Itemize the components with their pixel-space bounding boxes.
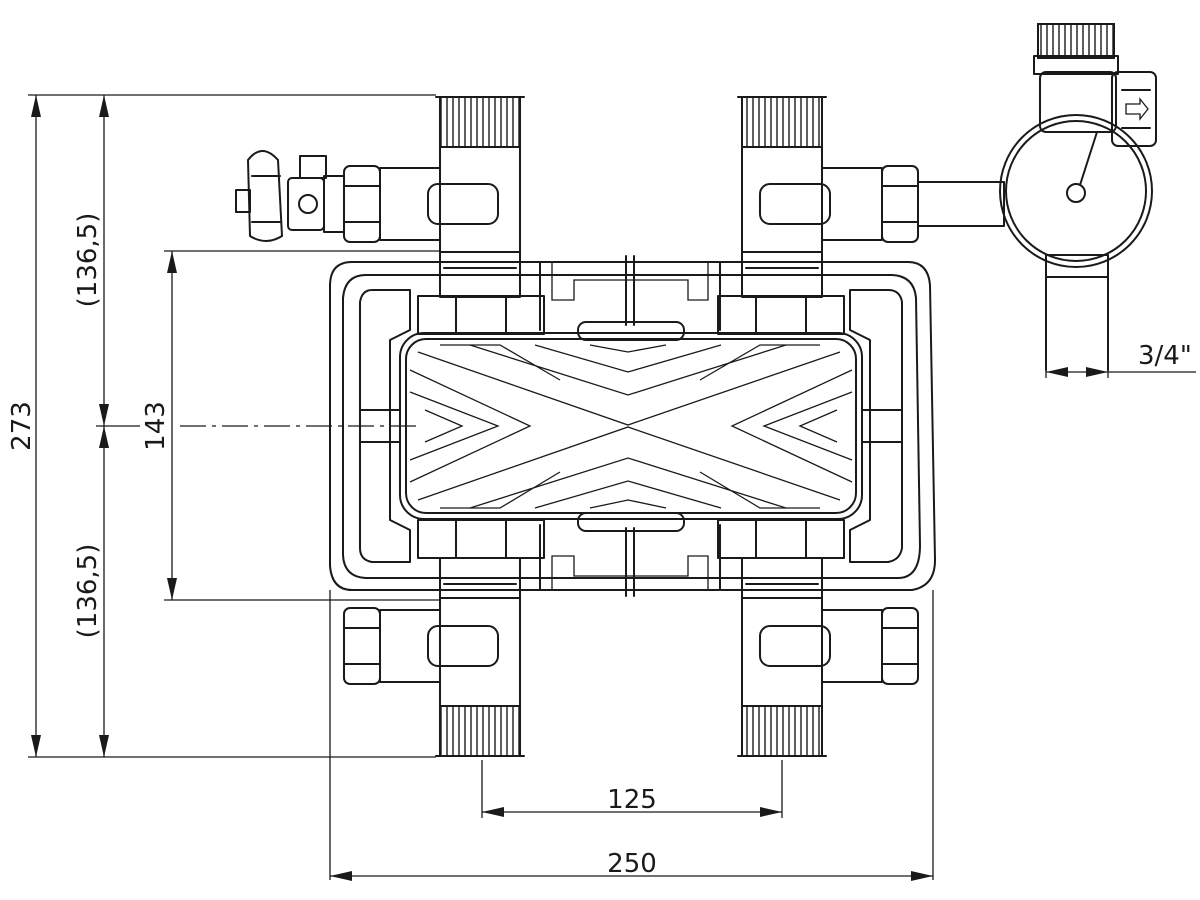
dimension-lines xyxy=(28,94,1196,881)
housing xyxy=(329,255,936,597)
dimension-overall-width: 250 xyxy=(607,849,657,879)
dimension-horizontal-port-spacing: 125 xyxy=(607,785,657,815)
plate-heat-exchanger xyxy=(399,332,863,520)
fill-valve xyxy=(235,150,381,243)
safety-valve-assembly xyxy=(999,23,1157,371)
pressure-gauge-icon xyxy=(999,114,1153,268)
pipe-top-left xyxy=(379,96,525,298)
dimension-lower-half: (136,5) xyxy=(73,544,103,639)
dimension-gauge-connection: 3/4" xyxy=(1138,341,1192,371)
dimension-vertical-port-spacing: 143 xyxy=(141,401,171,451)
pipe-top-right xyxy=(737,96,1005,298)
pipe-bottom-right xyxy=(737,557,919,757)
dimension-upper-half: (136,5) xyxy=(73,213,103,308)
pipe-bottom-left xyxy=(343,557,525,757)
dimension-overall-height: 273 xyxy=(7,401,37,451)
